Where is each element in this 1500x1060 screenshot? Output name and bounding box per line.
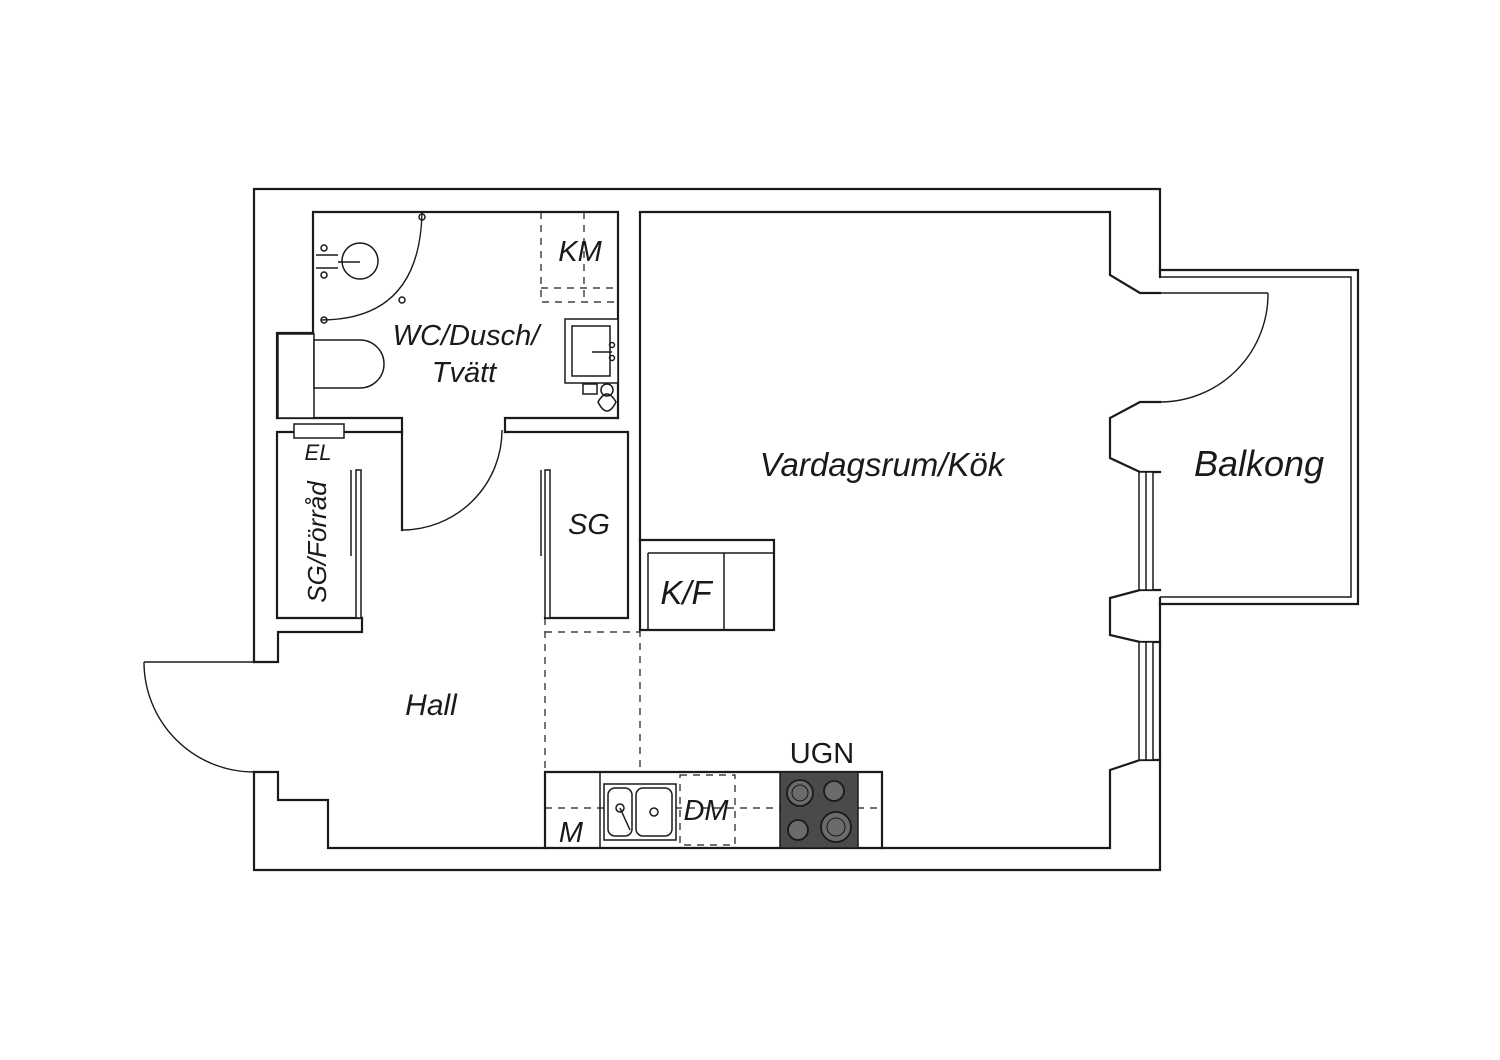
dishwasher-zone xyxy=(679,774,736,846)
stove-hob xyxy=(779,771,859,849)
toilet xyxy=(277,333,385,419)
electrical-panel xyxy=(293,423,345,439)
dishwasher-label: DM xyxy=(683,795,729,827)
bathroom-label-line2: Tvätt xyxy=(432,357,498,389)
wardrobe-label: SG xyxy=(568,509,610,541)
microwave-label: M xyxy=(559,817,584,849)
kitchen-sink xyxy=(603,783,677,841)
floor-drain-icon xyxy=(582,383,617,412)
washing-machine-label: KM xyxy=(558,236,602,268)
window-upper xyxy=(1138,471,1154,591)
exterior-walls xyxy=(252,187,1162,872)
bathroom-door xyxy=(401,429,503,531)
living-kitchen-label: Vardagsrum/Kök xyxy=(760,446,1006,483)
entrance-door xyxy=(143,661,255,773)
balcony-outline xyxy=(1158,268,1360,606)
shower xyxy=(316,211,426,324)
fridge-freezer-label: K/F xyxy=(660,574,713,611)
closet-sliding-door-right xyxy=(540,469,551,619)
oven-label: UGN xyxy=(790,738,854,770)
balcony-label: Balkong xyxy=(1194,443,1324,484)
window-lower xyxy=(1138,641,1154,761)
balcony-door xyxy=(1159,292,1269,403)
kitchen-counter xyxy=(543,770,884,850)
washing-machine-zone xyxy=(540,212,618,303)
hall-dashed-lines xyxy=(544,618,641,772)
wardrobe-storage-label: SG/Förråd xyxy=(302,480,332,603)
washbasin xyxy=(564,318,619,384)
hall-label: Hall xyxy=(405,689,458,722)
bathroom-label-line1: WC/Dusch/ xyxy=(393,320,543,352)
interior-walls xyxy=(252,210,1162,850)
closet-sliding-door-left xyxy=(350,469,362,619)
electrical-label: EL xyxy=(305,440,332,465)
